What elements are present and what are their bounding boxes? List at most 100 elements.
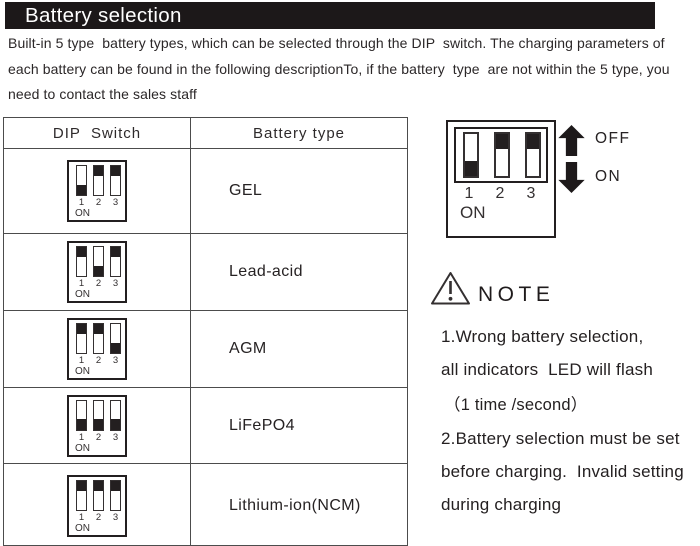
dip-slot-row: [69, 243, 125, 277]
dip-on-label: ON: [75, 208, 90, 219]
dip-slot-row: [69, 320, 125, 354]
note-heading: NOTE: [478, 283, 555, 306]
dip-position-number: 2: [95, 355, 102, 366]
note-line: before charging. Invalid setting: [441, 462, 684, 481]
dip-position-number: 1: [78, 355, 85, 366]
dip-position-number: 3: [112, 511, 119, 523]
dip-on-label: ON: [75, 442, 90, 454]
dip-handle: [111, 166, 120, 177]
dip-switch-off: [76, 246, 87, 277]
dip-on-label: ON: [460, 203, 486, 222]
dip-position-number: 2: [495, 185, 505, 202]
dip-switch-off: [525, 132, 541, 178]
dip-handle: [111, 247, 120, 258]
dip-position-number: 1: [78, 278, 85, 289]
dip-position-number: 3: [526, 185, 536, 202]
intro-text-line: Built-in 5 type battery types, which can…: [8, 35, 665, 51]
intro-text-line: need to contact the sales staff: [8, 86, 197, 102]
dip-handle: [77, 184, 86, 195]
battery-type-label: GEL: [190, 148, 407, 233]
dip-position-number: 1: [78, 197, 85, 208]
off-up-arrow-icon: [558, 125, 585, 156]
note-line: （1 time /second）: [444, 396, 588, 414]
note-line: 1.Wrong battery selection,: [441, 327, 644, 346]
dip-position-number: 3: [112, 431, 119, 443]
dip-position-number: 3: [112, 278, 119, 289]
dip-handle: [77, 480, 86, 491]
dip-on-label: ON: [75, 289, 90, 300]
dip-position-number: 3: [112, 355, 119, 366]
dip-slot-row: [454, 127, 548, 183]
dip-handle: [94, 166, 103, 177]
col-header-battery-type: Battery type: [190, 118, 407, 148]
dip-position-number: 2: [95, 197, 102, 208]
dip-handle: [77, 419, 86, 430]
dip-handle: [111, 480, 120, 491]
dip-on-label: ON: [75, 366, 90, 377]
dip-position-number: 1: [78, 511, 85, 523]
dip-switch-off: [76, 479, 87, 511]
on-down-arrow-icon: [558, 162, 585, 193]
dip-handle: [527, 134, 539, 150]
dip-switch-on: [93, 246, 104, 277]
dip-switch-off: [76, 323, 87, 354]
battery-type-label: Lithium-ion(NCM): [190, 463, 407, 546]
dip-handle: [496, 134, 508, 150]
dip-handle: [94, 480, 103, 491]
dip-handle: [111, 342, 120, 353]
battery-type-label: AGM: [190, 310, 407, 387]
dip-on-label: ON: [75, 522, 90, 534]
on-label: ON: [595, 168, 622, 185]
dip-slot-row: [69, 397, 125, 431]
dip-switch-on: [93, 399, 104, 431]
dip-switch-off: [110, 246, 121, 277]
dip-handle: [77, 247, 86, 258]
dip-switch-off: [110, 479, 121, 511]
dip-switch-off: [93, 323, 104, 354]
note-line: 2.Battery selection must be set: [441, 429, 680, 448]
dip-switch-on: [110, 399, 121, 431]
off-label: OFF: [595, 130, 631, 147]
intro-text-line: each battery can be found in the followi…: [8, 61, 670, 77]
dip-switch-on: [76, 165, 87, 196]
note-line: during charging: [441, 495, 562, 514]
dip-handle: [94, 265, 103, 276]
col-header-dip-switch: DIP Switch: [52, 124, 142, 142]
battery-type-label: LiFePO4: [190, 387, 407, 463]
dip-slot-row: [69, 477, 125, 511]
dip-switch-off: [494, 132, 510, 178]
dip-handle: [111, 419, 120, 430]
note-line: all indicators LED will flash: [441, 360, 653, 379]
dip-position-number: 1: [78, 431, 85, 443]
section-title-bar: Battery selection: [5, 2, 655, 29]
dip-position-number: 2: [95, 511, 102, 523]
dip-position-number: 3: [112, 197, 119, 208]
dip-switch-on: [463, 132, 479, 178]
dip-position-number: 2: [95, 431, 102, 443]
dip-switch-off: [93, 479, 104, 511]
dip-position-number: 1: [464, 185, 474, 202]
dip-handle: [77, 324, 86, 335]
battery-type-label: Lead-acid: [190, 233, 407, 310]
dip-position-numbers: 1 2 3: [448, 185, 554, 203]
dip-handle: [94, 324, 103, 335]
dip-switch-off: [110, 165, 121, 196]
dip-switch-off: [93, 165, 104, 196]
dip-position-number: 2: [95, 278, 102, 289]
dip-switch-on: [110, 323, 121, 354]
